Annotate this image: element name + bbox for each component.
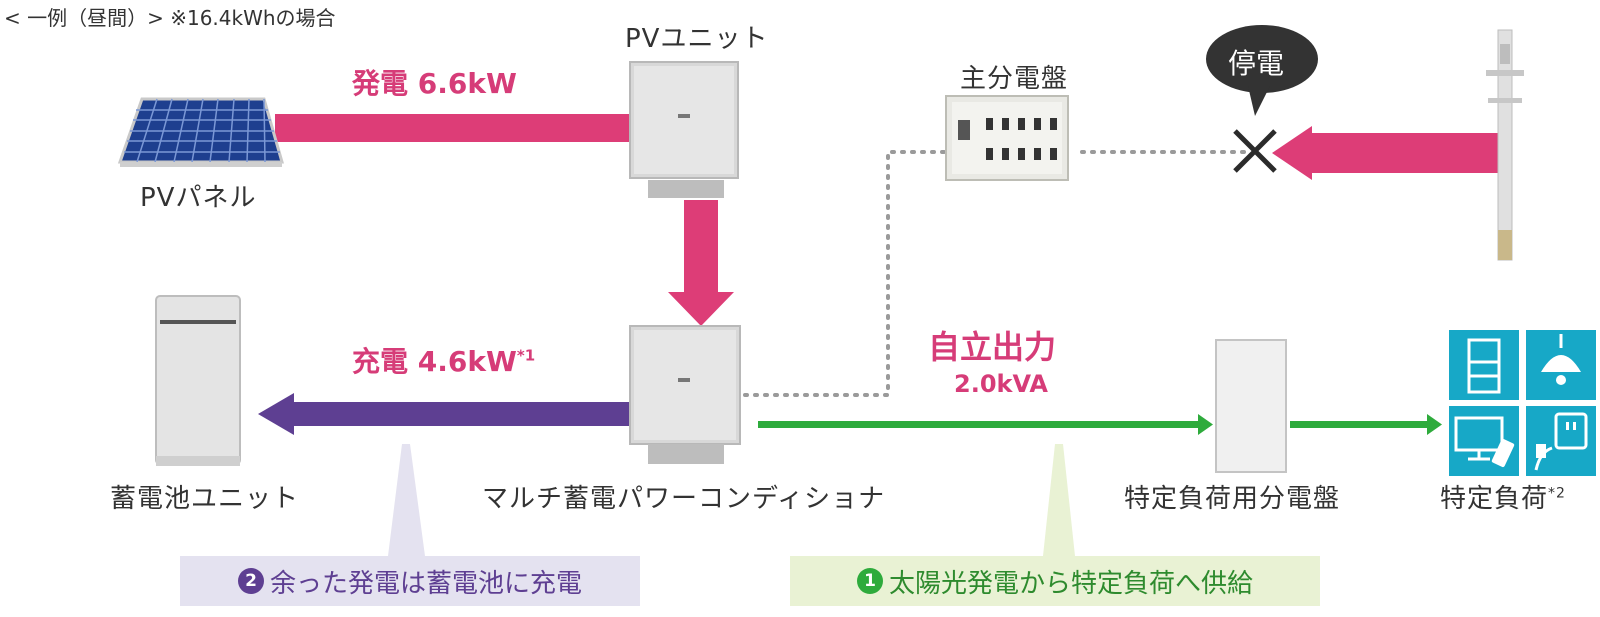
outage-bubble — [1206, 25, 1318, 116]
outage-label: 停電 — [1228, 47, 1285, 80]
pv-unit-label: PVユニット — [625, 24, 769, 54]
dotted-line-pcs-to-main — [743, 150, 966, 397]
charge-note: *1 — [516, 346, 536, 365]
output-value: 2.0kVA — [954, 370, 1048, 398]
utility-pole-icon — [1486, 29, 1524, 261]
specific-load-note: *2 — [1548, 485, 1566, 502]
generation-label: 発電 6.6kW — [352, 67, 517, 100]
left-callout-pointer — [388, 444, 425, 556]
output-title: 自立出力 — [928, 328, 1057, 366]
output-arrow-2-shaft — [1290, 421, 1430, 428]
outlet-icon — [1526, 406, 1596, 476]
fridge-icon — [1449, 330, 1519, 400]
lamp-icon — [1526, 330, 1596, 400]
right-callout-pointer — [1043, 444, 1075, 556]
pv-panel-icon — [117, 97, 284, 167]
grid-arrow-shaft — [1310, 133, 1510, 173]
generation-bar — [275, 114, 640, 142]
left-callout-text: 余った発電は蓄電池に充電 — [269, 568, 582, 599]
multi-pcs-label: マルチ蓄電パワーコンディショナ — [482, 484, 886, 514]
main-board-icon — [945, 95, 1069, 181]
charge-label: 充電 4.6kW — [352, 345, 517, 378]
battery-label: 蓄電池ユニット — [110, 484, 300, 514]
specific-board-label: 特定負荷用分電盤 — [1124, 484, 1341, 514]
tv-icon — [1449, 406, 1519, 476]
right-callout-number: 1 — [856, 568, 883, 594]
main-board-label: 主分電盤 — [960, 64, 1069, 94]
output-arrow-1-head — [1198, 414, 1213, 435]
outage-x-icon — [1233, 129, 1277, 173]
grid-arrow-head — [1272, 126, 1312, 180]
header-note: < 一例（昼間）> ※16.4kWhの場合 — [4, 6, 336, 30]
right-callout: 1 太陽光発電から特定負荷へ供給 — [790, 556, 1320, 606]
charge-arrow-shaft — [290, 402, 642, 426]
output-arrow-2-head — [1427, 414, 1442, 435]
specific-board-icon — [1215, 339, 1287, 473]
down-arrow-head — [668, 292, 734, 326]
multi-pcs-icon — [629, 325, 741, 464]
left-callout: 2 余った発電は蓄電池に充電 — [180, 556, 640, 606]
down-arrow-shaft — [684, 200, 718, 294]
specific-load-text: 特定負荷 — [1440, 484, 1549, 514]
pv-unit-icon — [629, 61, 739, 198]
right-callout-text: 太陽光発電から特定負荷へ供給 — [888, 568, 1253, 599]
output-arrow-1-shaft — [758, 421, 1203, 428]
specific-load-label: 特定負荷*2 — [1440, 478, 1566, 515]
charge-arrow-head — [258, 393, 294, 435]
charge-label-wrap: 充電 4.6kW*1 — [352, 340, 535, 380]
left-callout-number: 2 — [237, 568, 264, 594]
battery-unit-icon — [155, 295, 241, 466]
pv-panel-label: PVパネル — [140, 183, 257, 213]
